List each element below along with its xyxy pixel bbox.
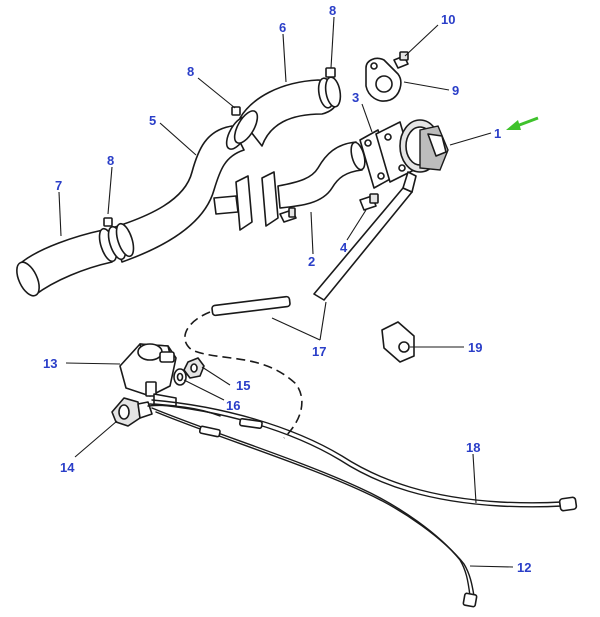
callout-8-upper: 8 bbox=[329, 3, 336, 18]
pipe-flange-left bbox=[213, 171, 279, 231]
green-indicator-arrow-icon bbox=[506, 116, 539, 130]
flange-bolt bbox=[279, 207, 297, 223]
callout-5: 5 bbox=[149, 113, 156, 128]
callout-7: 7 bbox=[55, 178, 62, 193]
callout-17: 17 bbox=[312, 344, 326, 359]
callout-19: 19 bbox=[468, 340, 482, 355]
callout-15: 15 bbox=[236, 378, 250, 393]
callout-8-centre: 8 bbox=[187, 64, 194, 79]
harness-12 bbox=[151, 407, 478, 608]
harness-18 bbox=[149, 399, 578, 512]
callout-9: 9 bbox=[452, 83, 459, 98]
pipe-2 bbox=[277, 141, 366, 209]
washer-16 bbox=[173, 368, 187, 386]
hose-clip-8-lower bbox=[98, 217, 135, 263]
callout-14: 14 bbox=[60, 460, 75, 475]
sensor-lead bbox=[147, 404, 221, 417]
gasket-9 bbox=[365, 57, 402, 102]
callout-6: 6 bbox=[279, 20, 286, 35]
bolt-10 bbox=[393, 51, 409, 69]
nut-15 bbox=[183, 357, 205, 379]
callout-labels: 1 2 3 4 5 6 7 8 8 8 9 10 12 13 14 15 16 … bbox=[43, 3, 531, 575]
callout-2: 2 bbox=[308, 254, 315, 269]
sensor-14 bbox=[111, 397, 153, 427]
callout-16: 16 bbox=[226, 398, 240, 413]
hose-clip-8-centre bbox=[225, 106, 259, 150]
vacuum-tube-17 bbox=[211, 171, 417, 317]
hose-clip-8-upper bbox=[317, 67, 342, 109]
callout-3: 3 bbox=[352, 90, 359, 105]
callout-1: 1 bbox=[494, 126, 501, 141]
solenoid-13 bbox=[119, 343, 177, 407]
callout-13: 13 bbox=[43, 356, 57, 371]
callout-18: 18 bbox=[466, 440, 480, 455]
hose-5 bbox=[111, 125, 245, 263]
callout-4: 4 bbox=[340, 240, 348, 255]
valve-1 bbox=[399, 119, 449, 173]
hose-7 bbox=[16, 229, 113, 297]
clip-19 bbox=[381, 321, 415, 363]
callout-8-lower: 8 bbox=[107, 153, 114, 168]
callout-12: 12 bbox=[517, 560, 531, 575]
leader-lines bbox=[58, 16, 514, 568]
callout-10: 10 bbox=[441, 12, 455, 27]
bolt-4 bbox=[359, 193, 379, 211]
vacuum-hose-route bbox=[184, 311, 303, 439]
